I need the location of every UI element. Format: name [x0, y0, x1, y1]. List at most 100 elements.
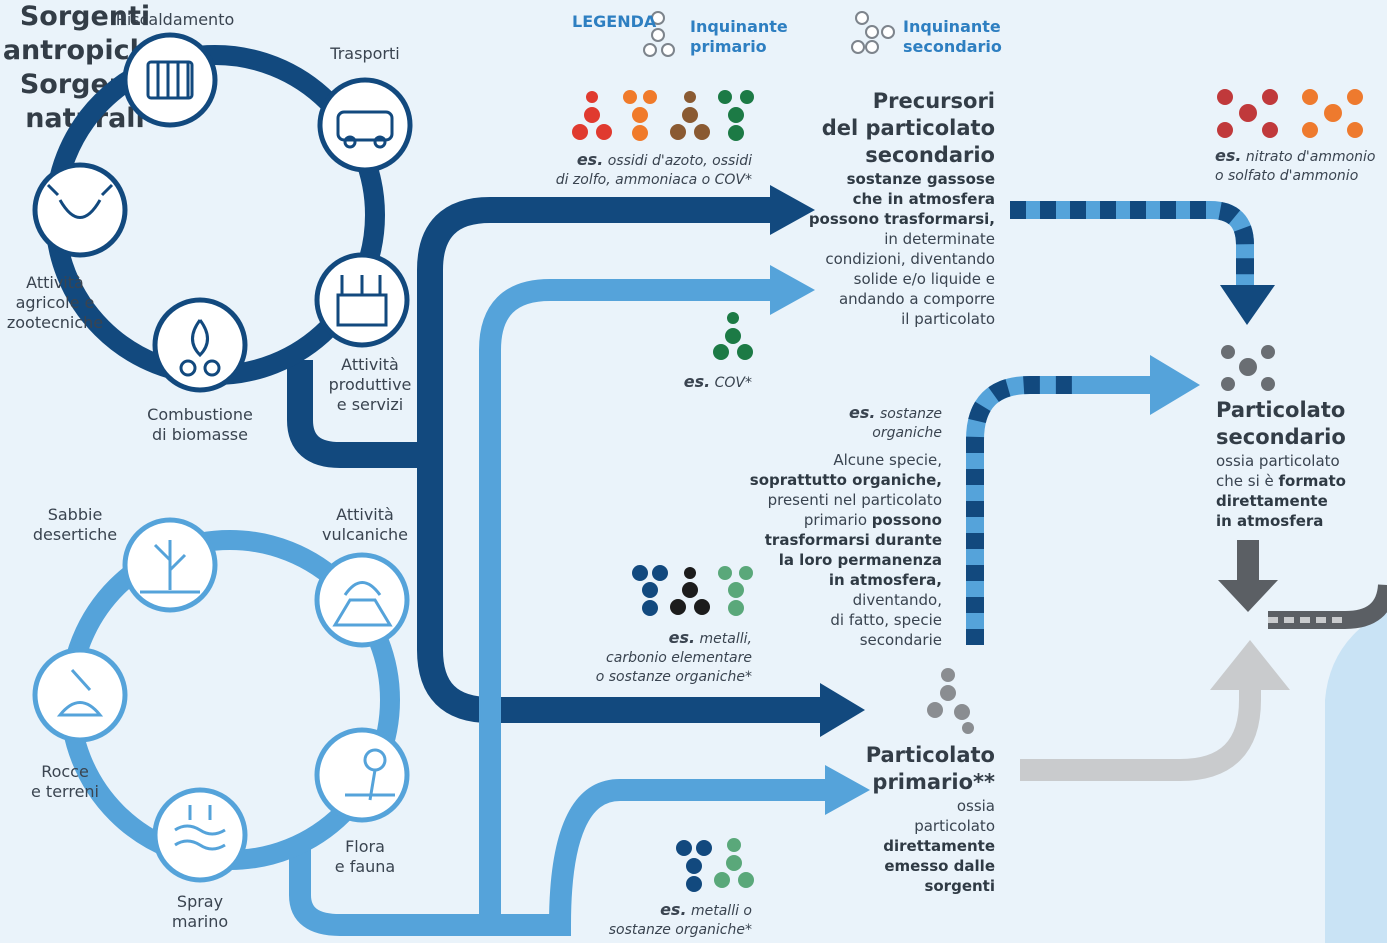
label-biomass-2: di biomasse [152, 425, 248, 444]
precursors-n2: condizioni, diventando [825, 250, 995, 268]
organic-l9: di fatto, specie [830, 611, 942, 629]
secondary-b1: direttamente [1216, 492, 1328, 510]
arrow-primary-light [825, 765, 870, 815]
car-icon [317, 77, 413, 173]
es-gases: es. [576, 150, 604, 169]
precursors-title-2: del particolato [821, 116, 995, 140]
secondary-title-1: Particolato [1216, 398, 1346, 422]
label-volc-2: vulcaniche [321, 525, 409, 544]
label-rock-2: e terreni [31, 782, 99, 801]
molecule-cov-icon [713, 312, 753, 360]
primary-n2: particolato [914, 817, 995, 835]
example-cov: es. COV* [640, 372, 752, 393]
grey-exit-flow [1268, 583, 1387, 629]
precursors-b3: possono trasformarsi, [808, 210, 995, 228]
precursors-title-1: Precursori [872, 89, 995, 113]
natural-outlet [289, 840, 490, 936]
organic-l7: in atmosfera, [828, 571, 942, 589]
example-metals-1: metalli, [699, 631, 752, 647]
secondary-title-2: secondario [1216, 425, 1346, 449]
example-org-2: organiche [872, 425, 942, 441]
secondary-n1: ossia particolato [1216, 452, 1340, 470]
label-flora-2: e fauna [334, 857, 396, 876]
example-metals: es. metalli, carbonio elementare o sosta… [560, 628, 752, 687]
example-metals-3: o sostanze organiche* [595, 669, 752, 685]
precursors-b2: che in atmosfera [852, 190, 995, 208]
radiator-icon [122, 32, 218, 128]
arrow-precursors-dark [770, 185, 815, 235]
label-production: Attività produttive e servizi [320, 355, 420, 415]
primary-title-1: Particolato [865, 743, 995, 767]
example-natural: es. metalli o sostanze organiche* [580, 900, 752, 940]
waves-icon [152, 787, 248, 883]
label-volcano: Attività vulcaniche [315, 505, 415, 545]
primary-b2: emesso dalle [884, 857, 995, 875]
label-rocks: Rocce e terreni [15, 762, 115, 802]
primary-pm-block: Particolato primario** ossia particolato… [840, 742, 995, 896]
label-spray-2: marino [171, 912, 229, 931]
arrow-secondary-dark [1220, 285, 1275, 325]
primary-title-2: primario** [872, 770, 995, 794]
label-transport: Trasporti [330, 44, 400, 63]
label-prod-1: Attività [341, 355, 399, 374]
organic-l4b: possono [871, 511, 942, 529]
arrow-down-grey [1218, 580, 1278, 612]
anthropic-title-1: Sorgenti [19, 1, 151, 32]
example-gases-1: ossidi d'azoto, ossidi [607, 153, 752, 169]
es-organic: es. [849, 403, 876, 422]
factory-icon [314, 252, 410, 348]
anthropic-outlet [287, 360, 430, 468]
arrow-precursors-light [770, 265, 815, 315]
example-cov-text: COV* [714, 375, 752, 391]
grey-flow [1020, 690, 1261, 781]
molecule-metals-icons [632, 565, 753, 616]
organic-l4a: primario [803, 511, 872, 529]
precursors-n1: in determinate [884, 230, 995, 248]
molecule-secondary-icons [1217, 89, 1363, 138]
example-org-1: sostanze [879, 406, 942, 422]
flow-light-to-primary [490, 779, 830, 936]
label-volc-1: Attività [336, 505, 394, 524]
example-gases: es. ossidi d'azoto, ossidi di zolfo, amm… [530, 150, 752, 190]
flower-icon [314, 727, 410, 823]
secondary-b2: in atmosfera [1216, 512, 1324, 530]
label-flora-1: Flora [345, 837, 385, 856]
label-sand-1: Sabbie [47, 505, 103, 524]
label-prod-2: produttive [328, 375, 412, 394]
primary-b3: sorgenti [924, 877, 995, 895]
organic-l1: Alcune specie, [833, 451, 942, 469]
es-secondary: es. [1215, 146, 1242, 165]
shovel-icon [32, 647, 128, 743]
example-organic: es. sostanze organiche [820, 403, 942, 443]
precursors-n5: il particolato [901, 310, 995, 328]
precursors-title-3: secondario [865, 143, 995, 167]
organic-l10: secondarie [859, 631, 942, 649]
label-flora: Flora e fauna [315, 837, 415, 877]
grey-down-shaft [1237, 540, 1259, 585]
example-secondary: es. nitrato d'ammonio o solfato d'ammoni… [1215, 146, 1387, 186]
flow-light-to-precursors [479, 279, 775, 925]
molecule-gases-icons [572, 90, 754, 141]
flow-to-precursors [417, 197, 770, 455]
dashed-flow-dark [1010, 201, 1254, 285]
atmosphere-shape [1325, 610, 1387, 943]
molecule-secondary-pm-icon [1221, 345, 1275, 391]
example-nat-2: sostanze organiche* [608, 922, 752, 938]
legend-label: LEGENDA [572, 12, 657, 31]
secondary-n2a: che si è [1216, 472, 1279, 490]
cow-icon [32, 162, 128, 258]
organic-l6: la loro permanenza [778, 551, 942, 569]
label-heating: Riscaldamento [115, 10, 235, 29]
arrow-organic [1150, 355, 1200, 415]
organic-note: Alcune specie, soprattutto organiche, pr… [740, 450, 942, 650]
organic-l8: diventando, [852, 591, 942, 609]
label-sand: Sabbie desertiche [20, 505, 130, 545]
organic-flow-light [966, 376, 1160, 645]
molecule-primary-pm-icon [927, 668, 974, 734]
organic-l2: soprattutto organiche, [749, 471, 942, 489]
label-agri-3: zootecniche [6, 313, 104, 332]
label-biomass: Combustione di biomasse [130, 405, 270, 445]
label-rock-1: Rocce [41, 762, 89, 781]
